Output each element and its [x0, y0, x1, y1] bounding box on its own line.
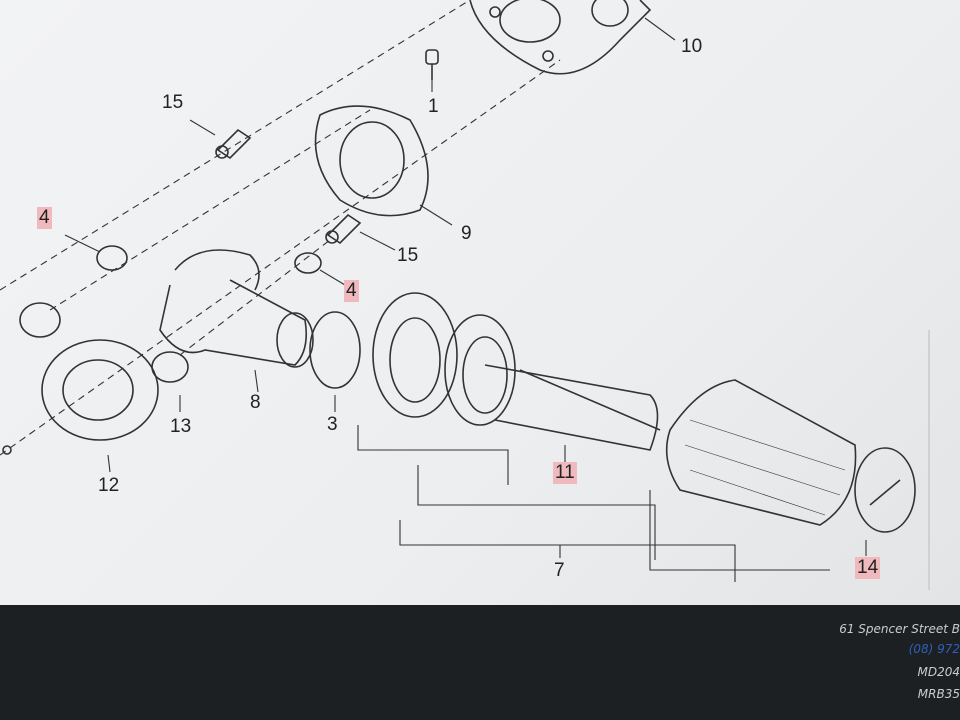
- part-4-oring-b: [294, 252, 322, 274]
- filter-cone: [665, 379, 857, 526]
- callout-11[interactable]: 11: [553, 462, 577, 484]
- part-10-housing: [469, 0, 652, 75]
- callout-15b[interactable]: 15: [397, 245, 419, 266]
- leader-lines: [64, 17, 867, 582]
- part-14-endcap: [854, 447, 916, 533]
- part-3-clamp: [309, 311, 361, 389]
- callout-9[interactable]: 9: [461, 223, 472, 244]
- part-8-elbow: [159, 249, 314, 368]
- footer-line-3: MD204: [917, 665, 960, 679]
- footer-line-4: MRB35: [917, 687, 960, 701]
- callout-4b[interactable]: 4: [344, 280, 359, 302]
- adapter-plate: [372, 292, 458, 418]
- callout-10[interactable]: 10: [681, 36, 703, 57]
- callout-7[interactable]: 7: [554, 560, 565, 581]
- part-15-fastener-b: [325, 213, 362, 245]
- callout-15a[interactable]: 15: [162, 92, 184, 113]
- callout-13[interactable]: 13: [170, 416, 192, 437]
- panel-divider: [928, 330, 930, 590]
- cap-left: [19, 302, 61, 338]
- part-13-cap: [151, 351, 189, 383]
- callout-14[interactable]: 14: [855, 557, 881, 579]
- part-1-screw: [425, 49, 439, 80]
- footer-phone-link[interactable]: (08) 972: [908, 642, 960, 656]
- part-12-flange: [2, 339, 159, 455]
- alignment-lines: [0, 0, 561, 456]
- part-11-tube: [484, 364, 661, 451]
- part-9-gasket: [314, 105, 429, 217]
- parts-diagram: 10 1 15 9 4 15 4 8 13 3 12 11 7 14: [0, 0, 960, 605]
- part-15-fastener-a: [215, 128, 252, 160]
- part-4-oring-a: [96, 245, 128, 271]
- callout-3[interactable]: 3: [327, 414, 338, 435]
- callout-4a[interactable]: 4: [37, 207, 52, 229]
- callout-1[interactable]: 1: [428, 96, 439, 117]
- page-footer: 61 Spencer Street B (08) 972 MD204 MRB35: [0, 605, 960, 720]
- footer-address: 61 Spencer Street B: [839, 622, 960, 636]
- exploded-view-drawing: [0, 0, 916, 582]
- callout-12[interactable]: 12: [98, 475, 120, 496]
- callout-8[interactable]: 8: [250, 392, 261, 413]
